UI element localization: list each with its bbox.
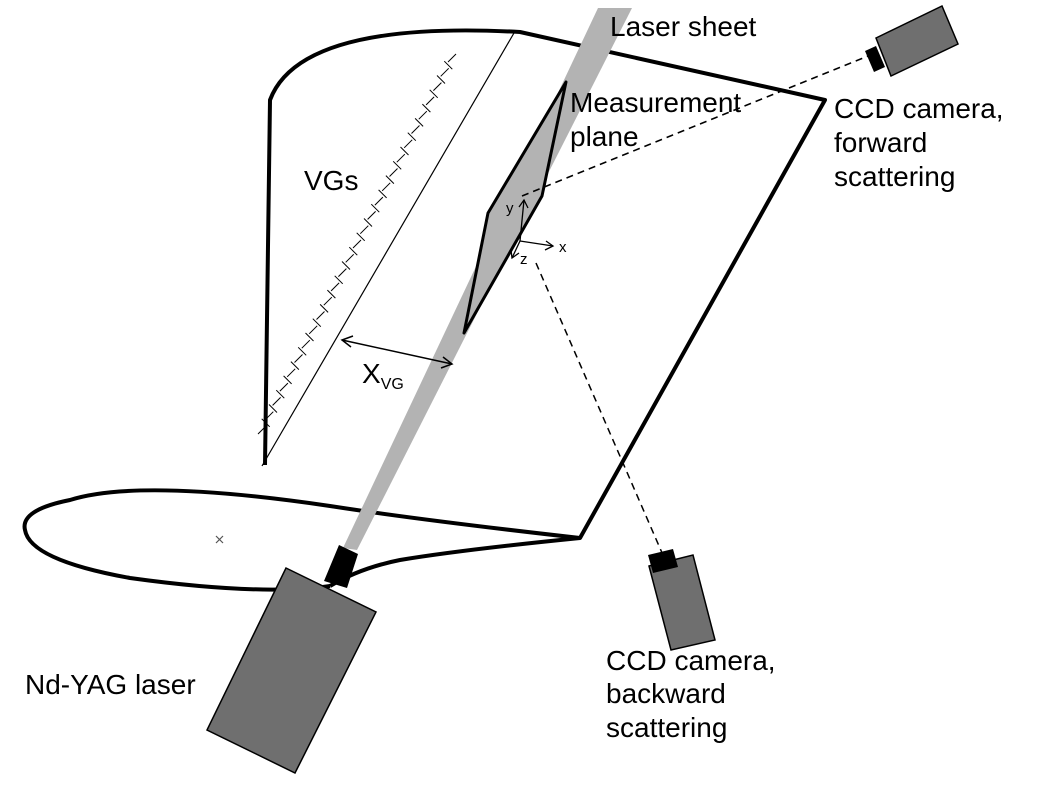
vg-tick bbox=[447, 53, 457, 63]
vg-tick bbox=[345, 253, 355, 263]
vg-tick bbox=[327, 289, 336, 299]
label-ccd-backward-3: scattering bbox=[606, 712, 727, 743]
label-ccd-backward-2: backward bbox=[606, 678, 726, 709]
vg-tick bbox=[425, 96, 435, 106]
vg-tick bbox=[378, 189, 387, 199]
vg-tick bbox=[330, 282, 340, 292]
label-ccd-forward-1: CCD camera, bbox=[834, 93, 1004, 124]
vg-tick bbox=[407, 132, 417, 142]
vg-tick bbox=[268, 404, 278, 413]
label-xvg-sub: VG bbox=[381, 376, 404, 393]
vg-tick bbox=[286, 368, 296, 378]
vg-tick bbox=[414, 118, 424, 127]
vg-tick bbox=[385, 175, 395, 184]
label-ccd-forward-2: forward bbox=[834, 127, 927, 158]
ccd-camera-backward bbox=[648, 549, 716, 651]
vg-tick bbox=[403, 139, 413, 149]
label-xvg-main: X bbox=[362, 358, 381, 389]
vg-tick bbox=[381, 182, 391, 192]
xvg-dimension-arrow bbox=[340, 335, 454, 369]
vg-tick bbox=[323, 296, 333, 306]
label-axis-x: x bbox=[559, 239, 567, 256]
coordinate-axes bbox=[510, 198, 555, 260]
vg-tick bbox=[352, 239, 362, 249]
vg-tick bbox=[308, 325, 318, 335]
vg-tick bbox=[279, 382, 289, 392]
vg-tick bbox=[264, 411, 274, 421]
vg-tick bbox=[312, 318, 322, 328]
vg-tick bbox=[272, 397, 281, 406]
label-measurement-plane-2: plane bbox=[570, 121, 639, 152]
label-axis-y: y bbox=[506, 200, 514, 217]
vg-tick bbox=[294, 354, 303, 363]
vg-tick bbox=[301, 339, 311, 349]
vortex-generators bbox=[257, 53, 457, 435]
label-nd-yag-laser: Nd-YAG laser bbox=[25, 669, 196, 700]
vg-tick bbox=[257, 425, 267, 435]
vg-tick bbox=[370, 203, 380, 213]
forward-camera-dashed-line bbox=[521, 51, 879, 197]
vg-tick bbox=[367, 211, 376, 220]
wing-trailing-edge bbox=[328, 536, 581, 588]
backward-camera-dashed-line bbox=[535, 262, 667, 563]
label-ccd-forward-3: scattering bbox=[834, 161, 955, 192]
vg-tick bbox=[341, 261, 351, 270]
vg-tick bbox=[396, 153, 406, 163]
vg-tick bbox=[429, 89, 439, 99]
vg-tick bbox=[290, 361, 300, 370]
vg-tick bbox=[316, 311, 325, 320]
vg-tick bbox=[359, 225, 369, 235]
vg-tick bbox=[440, 67, 450, 77]
vg-tick bbox=[392, 160, 402, 170]
label-axis-z: z bbox=[520, 251, 528, 268]
vg-tick bbox=[443, 60, 453, 70]
vg-tick bbox=[338, 268, 347, 277]
ccd-camera-forward bbox=[865, 4, 959, 78]
vg-tick bbox=[261, 418, 271, 428]
vg-line bbox=[261, 32, 515, 467]
vg-tick bbox=[436, 75, 446, 84]
measurement-plane bbox=[462, 80, 568, 335]
vg-tick bbox=[374, 196, 384, 206]
vg-tick bbox=[297, 346, 307, 356]
vg-tick bbox=[334, 275, 344, 285]
vg-tick bbox=[356, 232, 366, 242]
vg-tick bbox=[305, 332, 314, 342]
origin-cross-mark bbox=[215, 535, 224, 544]
label-xvg: XVG bbox=[362, 358, 404, 393]
vg-tick bbox=[363, 218, 373, 227]
vg-tick bbox=[348, 246, 358, 256]
vg-tick bbox=[433, 82, 442, 91]
vg-tick bbox=[418, 110, 428, 120]
label-measurement-plane-1: Measurement bbox=[570, 87, 741, 118]
label-ccd-backward-1: CCD camera, bbox=[606, 645, 776, 676]
vg-tick bbox=[275, 389, 285, 399]
vg-tick bbox=[283, 375, 292, 385]
vg-tick bbox=[389, 168, 398, 177]
vg-tick bbox=[422, 103, 431, 113]
wing-outline bbox=[22, 28, 827, 592]
vg-tick bbox=[400, 146, 409, 156]
label-laser-sheet: Laser sheet bbox=[610, 11, 757, 42]
label-vgs: VGs bbox=[304, 165, 358, 196]
vg-tick bbox=[319, 304, 329, 313]
vg-tick bbox=[411, 125, 420, 134]
nd-yag-laser bbox=[205, 545, 378, 774]
